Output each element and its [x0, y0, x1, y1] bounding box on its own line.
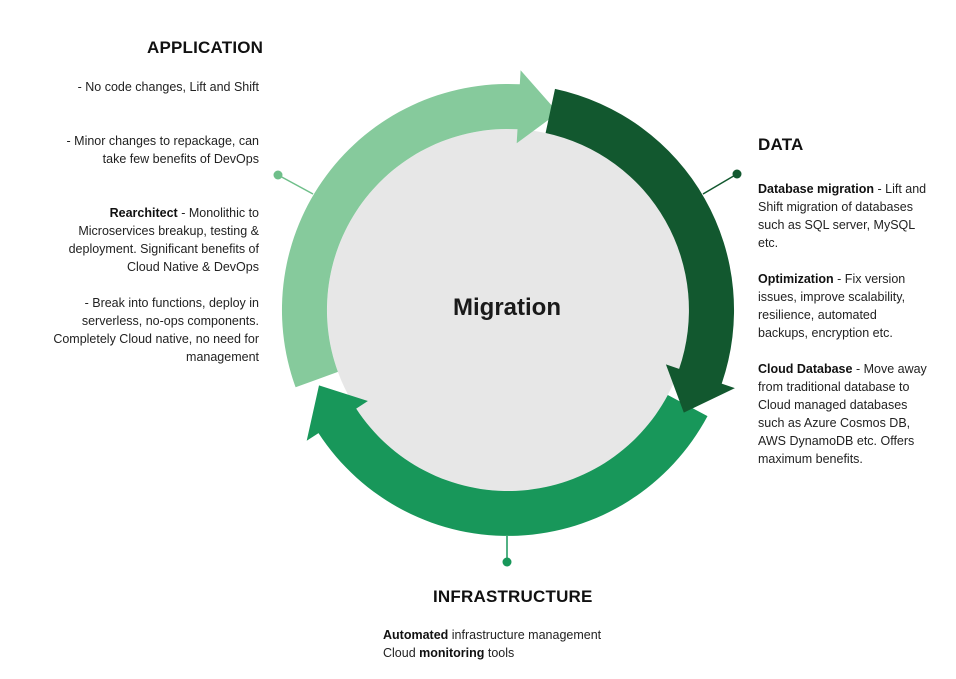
data-item: Optimization - Fix version issues, impro… — [758, 270, 928, 342]
data-item: Database migration - Lift and Shift migr… — [758, 180, 928, 252]
infrastructure-text: Automated infrastructure management Clou… — [383, 626, 683, 662]
data-item-text: - Fix version issues, improve scalabilit… — [758, 272, 906, 340]
infrastructure-title: INFRASTRUCTURE — [433, 587, 593, 606]
infrastructure-bold: Automated — [383, 628, 449, 642]
application-item-text: - No code changes, Lift and Shift — [77, 80, 259, 94]
infrastructure-bold: monitoring — [419, 646, 485, 660]
data-connector-dot — [732, 169, 742, 179]
infrastructure-line-2-post: tools — [484, 646, 515, 660]
data-title: DATA — [758, 135, 804, 154]
data-item-bold: Database migration — [758, 182, 875, 196]
application-item-text: - Monolithic to Microservices breakup, t… — [68, 206, 259, 274]
infrastructure-line-2-pre: Cloud — [383, 646, 420, 660]
infrastructure-connector-dot — [502, 557, 512, 567]
center-label: Migration — [453, 294, 561, 321]
data-item: Cloud Database - Move away from traditio… — [758, 360, 928, 468]
application-connector-dot — [273, 170, 283, 180]
application-item-text: - Break into functions, deploy in server… — [53, 296, 259, 364]
infrastructure-line-2: Cloud monitoring tools — [383, 644, 683, 662]
application-item: - Break into functions, deploy in server… — [44, 294, 259, 366]
application-item: Rearchitect - Monolithic to Microservice… — [49, 204, 259, 276]
infrastructure-line-1: Automated infrastructure management — [383, 626, 683, 644]
application-item-bold: Rearchitect — [109, 206, 178, 220]
data-connector-line — [702, 173, 738, 195]
application-item: - Minor changes to repackage, can take f… — [49, 132, 259, 168]
infrastructure-arrow — [306, 385, 708, 536]
application-connector-line — [277, 174, 314, 195]
application-item-text: - Minor changes to repackage, can take f… — [66, 134, 259, 166]
data-item-bold: Optimization — [758, 272, 834, 286]
data-item-text: - Move away from traditional database to… — [758, 362, 927, 466]
application-arrow — [281, 70, 559, 388]
data-item-bold: Cloud Database — [758, 362, 853, 376]
application-item: - No code changes, Lift and Shift — [60, 78, 259, 96]
inner-circle — [327, 129, 689, 491]
application-title: APPLICATION — [147, 38, 264, 57]
data-item-text: - Lift and Shift migration of databases … — [758, 182, 927, 250]
data-arrow — [545, 88, 735, 413]
infrastructure-line-1-text: infrastructure management — [448, 628, 602, 642]
